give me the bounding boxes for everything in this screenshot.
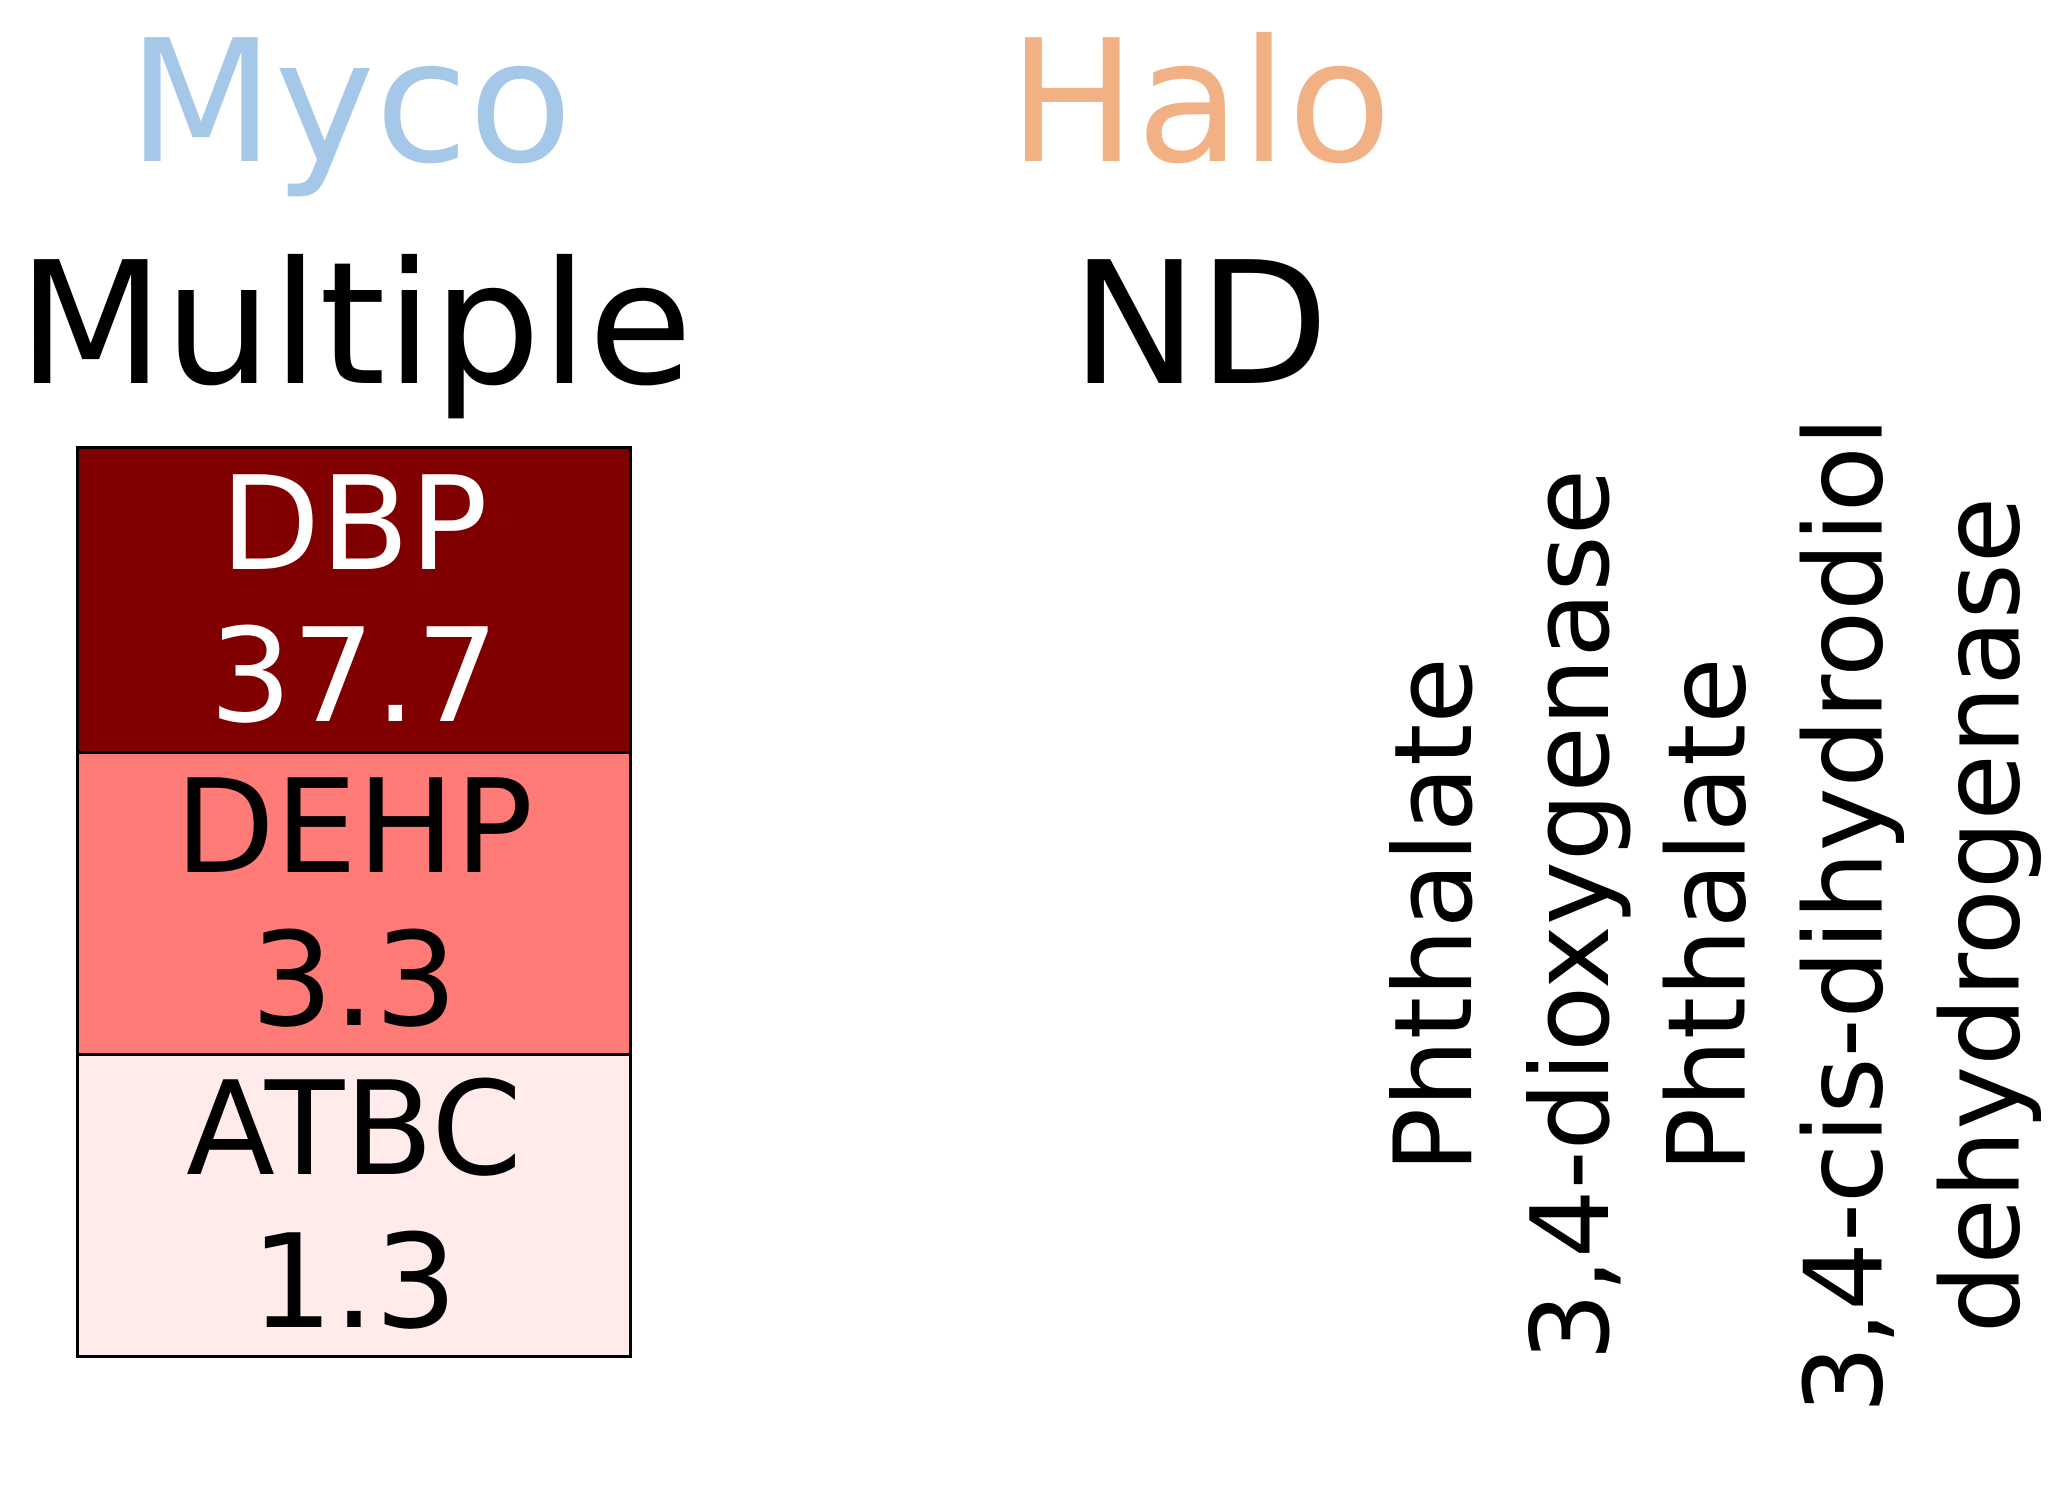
halo-column-title: Halo: [1008, 4, 1392, 202]
enzyme-line: Phthalate: [1371, 657, 1497, 1173]
compound-name: DEHP: [174, 751, 534, 904]
compound-value: 37.7: [209, 600, 499, 752]
enzyme-label-dioxygenase: Phthalate 3,4-dioxygenase: [1366, 469, 1640, 1361]
compound-stack: DBP 37.7 DEHP 3.3 ATBC 1.3: [76, 446, 632, 1358]
myco-column-title: Myco: [127, 4, 573, 202]
myco-status-label: Multiple: [17, 226, 693, 424]
compound-name: ATBC: [186, 1053, 522, 1206]
compound-value: 3.3: [250, 903, 458, 1056]
enzyme-line: 3,4-cis-dihydrodiol: [1782, 416, 1908, 1414]
enzyme-label-dehydrogenase: Phthalate 3,4-cis-dihydrodiol dehydrogen…: [1639, 416, 2050, 1414]
compound-cell-dehp: DEHP 3.3: [79, 751, 629, 1056]
compound-cell-atbc: ATBC 1.3: [79, 1053, 629, 1358]
compound-value: 1.3: [250, 1205, 458, 1358]
enzyme-line: Phthalate: [1645, 657, 1771, 1173]
compound-name: DBP: [220, 447, 488, 600]
compound-cell-dbp: DBP 37.7: [79, 447, 629, 752]
enzyme-line: dehydrogenase: [1919, 496, 2045, 1334]
halo-status-label: ND: [1070, 226, 1330, 424]
enzyme-line: 3,4-dioxygenase: [1509, 468, 1634, 1362]
